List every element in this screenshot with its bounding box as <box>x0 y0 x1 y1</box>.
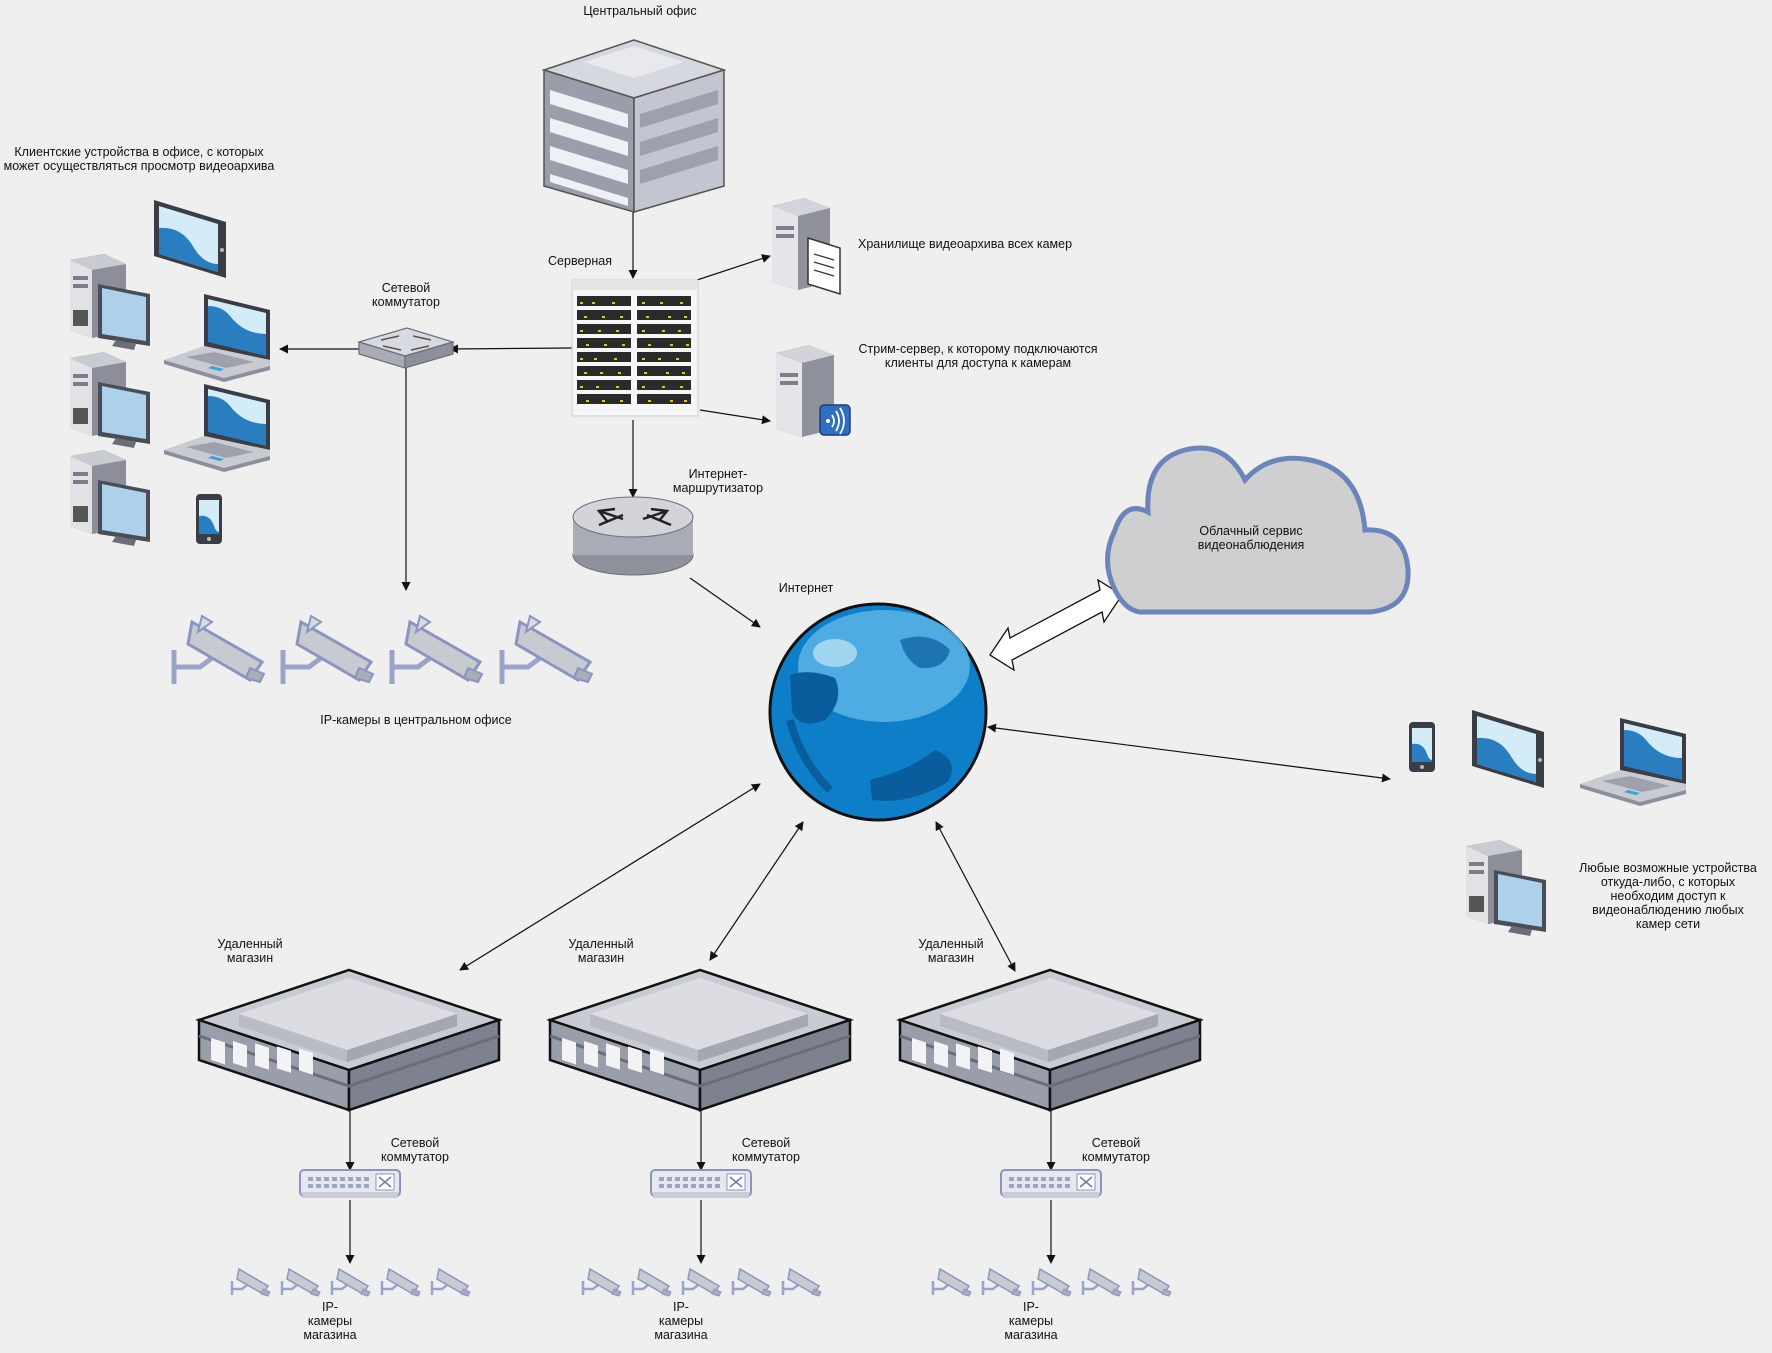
cctv-camera-icon <box>430 1267 472 1298</box>
store-switch-label: Сетевой <box>1092 1136 1141 1150</box>
store-switch-label: Сетевой <box>742 1136 791 1150</box>
labels: Центральный офис Клиентские устройства в… <box>4 4 1757 1342</box>
office-client-devices <box>70 200 270 546</box>
central-office-building-icon <box>541 39 727 213</box>
desktop-pc-icon <box>70 450 150 546</box>
store-switch-label: коммутатор <box>1082 1150 1150 1164</box>
network-switch-icon <box>299 1169 401 1199</box>
remote-store-3 <box>898 968 1202 1298</box>
office-cameras-label: IP-камеры в центральном офисе <box>320 713 511 727</box>
office-switch-label: Сетевой <box>382 281 431 295</box>
stream-server-label: Стрим-сервер, к которому подключаются <box>859 342 1098 356</box>
stream-server-icon <box>776 345 851 437</box>
store-cameras-label: магазина <box>303 1328 356 1342</box>
laptop-icon <box>1580 718 1686 806</box>
any-devices-label: камер сети <box>1636 917 1700 931</box>
store-building-icon <box>898 968 1202 1112</box>
tablet-icon <box>1472 710 1544 788</box>
cctv-camera-icon <box>230 1267 272 1298</box>
any-devices-label: необходим доступ к <box>1610 889 1726 903</box>
remote-store-label: магазин <box>578 951 624 965</box>
laptop-icon <box>164 384 270 472</box>
server-rack-icon <box>571 279 699 417</box>
server-room-label: Серверная <box>548 254 612 268</box>
cctv-camera-icon <box>283 616 373 684</box>
cloud-link-arrow <box>989 578 1123 672</box>
remote-store-2 <box>548 968 852 1298</box>
any-devices-label: откуда-либо, с которых <box>1601 875 1736 889</box>
cloud-icon <box>1105 445 1411 615</box>
desktop-pc-icon <box>70 254 150 350</box>
cloud-label: видеонаблюдения <box>1198 538 1305 552</box>
client-devices-label: Клиентские устройства в офисе, с которых <box>14 145 264 159</box>
cloud-label: Облачный сервис <box>1199 524 1302 538</box>
store-building-icon <box>197 968 501 1112</box>
office-switch-label: коммутатор <box>372 295 440 309</box>
store-cameras-label: магазина <box>1004 1328 1057 1342</box>
office-switch-icon <box>356 327 456 369</box>
storage-label: Хранилище видеоархива всех камер <box>858 237 1072 251</box>
store-cameras-label: IP- <box>1023 1300 1039 1314</box>
office-cameras <box>174 616 592 684</box>
phone-icon <box>196 494 222 544</box>
globe-icon <box>768 602 988 822</box>
router-label: маршрутизатор <box>673 481 763 495</box>
storage-server-icon <box>772 198 841 296</box>
cctv-camera-icon <box>330 1267 372 1298</box>
laptop-icon <box>164 294 270 382</box>
remote-store-1 <box>197 968 501 1298</box>
store-cameras-label: магазина <box>654 1328 707 1342</box>
any-devices-label: Любые возможные устройства <box>1579 861 1757 875</box>
cctv-camera-icon <box>280 1267 322 1298</box>
phone-icon <box>1409 722 1435 772</box>
desktop-pc-icon <box>70 352 150 448</box>
store-cameras-label: IP- <box>322 1300 338 1314</box>
cctv-camera-icon <box>1131 1267 1173 1298</box>
cctv-camera-icon <box>1081 1267 1123 1298</box>
cctv-camera-icon <box>174 616 264 684</box>
cctv-camera-icon <box>931 1267 973 1298</box>
remote-store-label: Удаленный <box>918 937 983 951</box>
client-devices-label: может осуществляться просмотр видеоархив… <box>4 159 275 173</box>
store-cameras-label: камеры <box>659 1314 703 1328</box>
remote-store-label: магазин <box>227 951 273 965</box>
stream-server-label: клиенты для доступа к камерам <box>885 356 1071 370</box>
remote-store-label: Удаленный <box>568 937 633 951</box>
cctv-camera-icon <box>380 1267 422 1298</box>
network-switch-icon <box>1000 1169 1102 1199</box>
tablet-icon <box>154 200 226 278</box>
cctv-camera-icon <box>781 1267 823 1298</box>
store-cameras-label: IP- <box>673 1300 689 1314</box>
router-icon <box>572 496 694 576</box>
remote-store-label: Удаленный <box>217 937 282 951</box>
central-office-label: Центральный офис <box>583 4 696 18</box>
desktop-pc-icon <box>1466 840 1546 936</box>
store-switch-label: коммутатор <box>732 1150 800 1164</box>
cctv-camera-icon <box>631 1267 673 1298</box>
network-switch-icon <box>650 1169 752 1199</box>
any-devices-label: видеонаблюдению любых <box>1592 903 1744 917</box>
cctv-camera-icon <box>1031 1267 1073 1298</box>
router-label: Интернет- <box>689 467 748 481</box>
store-switch-label: коммутатор <box>381 1150 449 1164</box>
cctv-camera-icon <box>981 1267 1023 1298</box>
cctv-camera-icon <box>392 616 482 684</box>
remote-store-label: магазин <box>928 951 974 965</box>
cctv-camera-icon <box>731 1267 773 1298</box>
store-cameras-label: камеры <box>308 1314 352 1328</box>
store-building-icon <box>548 968 852 1112</box>
cctv-camera-icon <box>502 616 592 684</box>
cctv-camera-icon <box>581 1267 623 1298</box>
store-cameras-label: камеры <box>1009 1314 1053 1328</box>
store-switch-label: Сетевой <box>391 1136 440 1150</box>
cctv-camera-icon <box>681 1267 723 1298</box>
internet-label: Интернет <box>779 581 834 595</box>
